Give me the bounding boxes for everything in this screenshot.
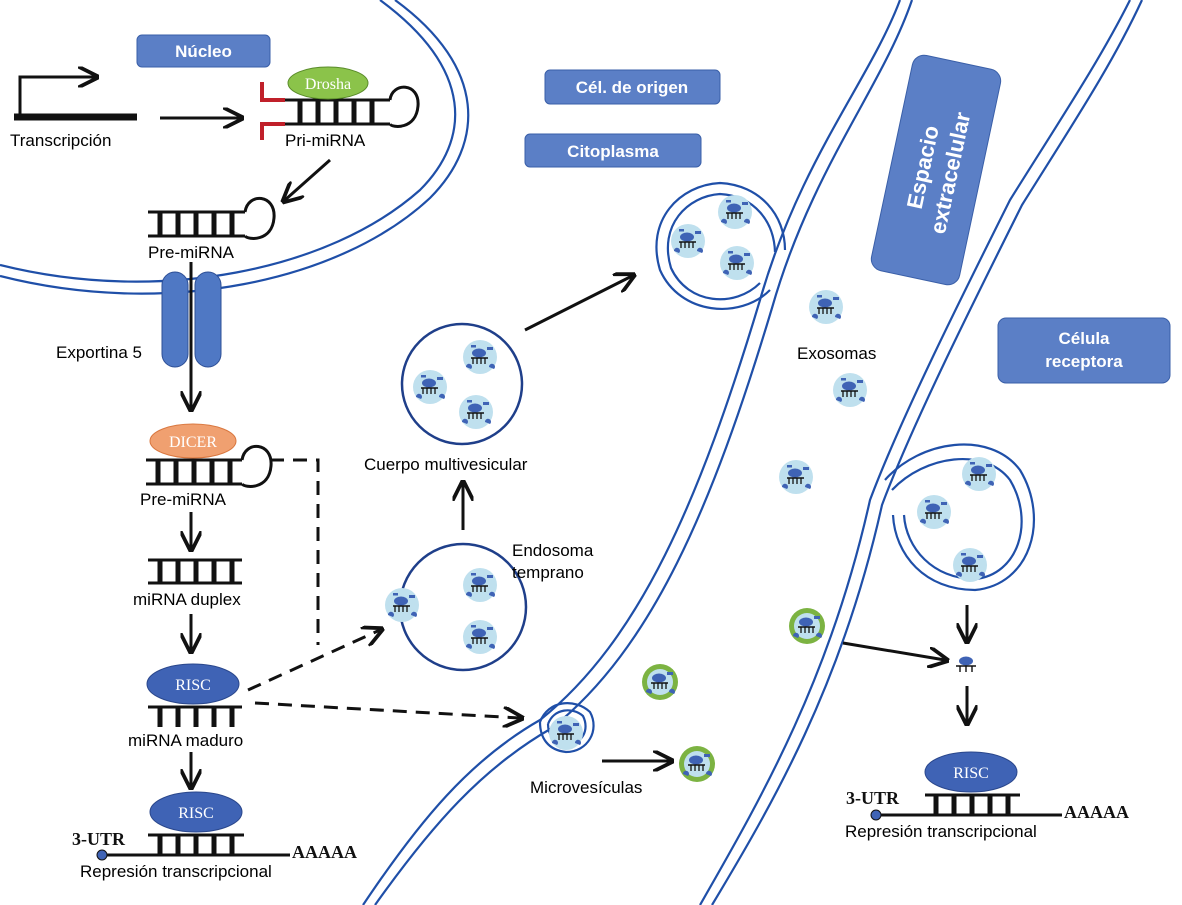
dashed-arrow-to-microvesicle bbox=[254, 701, 520, 718]
exosomas-label: Exosomas bbox=[797, 344, 876, 363]
drosha-protein: Drosha bbox=[287, 66, 369, 100]
pri-mirna-hairpin bbox=[260, 82, 420, 140]
exosome-endo-entering bbox=[384, 587, 420, 623]
risc-label-3: RISC bbox=[953, 765, 989, 782]
exosome-endo-1 bbox=[462, 567, 498, 603]
drosha-label: Drosha bbox=[305, 76, 351, 93]
arrow-mvb-to-membrane bbox=[524, 276, 632, 332]
exosome-fusion-3 bbox=[719, 245, 755, 281]
cel-origen-box: Cél. de origen bbox=[544, 69, 721, 105]
celula-label-1: Célula bbox=[1058, 329, 1110, 348]
exosome-fusion-2 bbox=[670, 223, 706, 259]
origin-cell-membrane bbox=[362, 0, 914, 905]
exportina-5-channel bbox=[161, 271, 222, 368]
endosoma-label-1: Endosoma bbox=[512, 541, 594, 560]
receptor-endocytic-vesicle bbox=[884, 443, 1035, 592]
pre-mirna-label-2: Pre-miRNA bbox=[140, 490, 227, 509]
exosome-receptor-2 bbox=[916, 494, 952, 530]
early-endosome bbox=[398, 542, 528, 672]
mrna-target-1 bbox=[96, 833, 290, 861]
polya-label-2: AAAAA bbox=[1064, 802, 1129, 822]
exosome-budding bbox=[548, 715, 584, 751]
mirna-duplex-label: miRNA duplex bbox=[133, 590, 241, 609]
risc-protein-2: RISC bbox=[149, 791, 243, 833]
released-mirna bbox=[956, 656, 976, 672]
exosome-mvb-2 bbox=[412, 369, 448, 405]
mirna-maduro-label: miRNA maduro bbox=[128, 731, 243, 750]
pre-mirna-hairpin-2 bbox=[146, 444, 273, 488]
exosome-receptor-1 bbox=[961, 456, 997, 492]
utr-label-1: 3-UTR bbox=[72, 829, 126, 849]
dashed-arrow-to-endosome bbox=[247, 630, 380, 692]
mvb-fusion-vesicle bbox=[655, 181, 787, 310]
risc-protein-1: RISC bbox=[146, 663, 240, 705]
exosome-mvb-1 bbox=[462, 339, 498, 375]
microvesicle-1 bbox=[641, 663, 679, 701]
polya-label-1: AAAAA bbox=[292, 842, 357, 862]
represion-label-1: Represión transcripcional bbox=[80, 862, 272, 881]
dicer-protein: DICER bbox=[149, 423, 237, 459]
nucleo-label: Núcleo bbox=[175, 42, 232, 61]
mirna-duplex bbox=[148, 558, 242, 585]
dashed-connector-dicer bbox=[270, 458, 320, 645]
espacio-extracelular-box: Espacio extracelular bbox=[870, 54, 1002, 286]
arrow-fusion-to-cytoplasm bbox=[842, 641, 945, 660]
microvesicle-fusing bbox=[788, 607, 826, 645]
exosome-extracellular-2 bbox=[832, 372, 868, 408]
arrow-pri-to-pre bbox=[285, 158, 331, 200]
microvesiculas-label: Microvesículas bbox=[530, 778, 642, 797]
endosoma-label-2: temprano bbox=[512, 563, 584, 582]
nucleo-box: Núcleo bbox=[136, 34, 271, 68]
dicer-label: DICER bbox=[169, 434, 217, 451]
gene-promoter bbox=[14, 77, 137, 121]
exosome-endo-2 bbox=[462, 619, 498, 655]
exosome-receptor-3 bbox=[952, 547, 988, 583]
utr-label-2: 3-UTR bbox=[846, 788, 900, 808]
risc-label-2: RISC bbox=[178, 805, 214, 822]
represion-label-2: Represión transcripcional bbox=[845, 822, 1037, 841]
pri-mirna-label: Pri-miRNA bbox=[285, 131, 366, 150]
nuclear-envelope bbox=[0, 0, 470, 295]
pre-mirna-hairpin-1 bbox=[148, 196, 276, 240]
transcripcion-label: Transcripción bbox=[10, 131, 111, 150]
exosome-extracellular-1 bbox=[808, 289, 844, 325]
exosome-fusion-1 bbox=[717, 194, 753, 230]
celula-label-2: receptora bbox=[1045, 352, 1123, 371]
microvesicle-2 bbox=[678, 745, 716, 783]
cel-origen-label: Cél. de origen bbox=[576, 78, 688, 97]
celula-receptora-box: Célula receptora bbox=[997, 317, 1171, 384]
exosome-extracellular-3 bbox=[778, 459, 814, 495]
risc-protein-3: RISC bbox=[924, 751, 1018, 793]
citoplasma-box: Citoplasma bbox=[524, 133, 702, 168]
mirna-maduro bbox=[148, 705, 242, 727]
risc-label-1: RISC bbox=[175, 677, 211, 694]
exosome-mvb-3 bbox=[458, 394, 494, 430]
mrna-target-2 bbox=[870, 793, 1062, 821]
pre-mirna-label-1: Pre-miRNA bbox=[148, 243, 235, 262]
receptor-cell-membrane bbox=[699, 0, 1143, 905]
exportina-label: Exportina 5 bbox=[56, 343, 142, 362]
citoplasma-label: Citoplasma bbox=[567, 142, 659, 161]
cuerpo-multivesicular-label: Cuerpo multivesicular bbox=[364, 455, 528, 474]
